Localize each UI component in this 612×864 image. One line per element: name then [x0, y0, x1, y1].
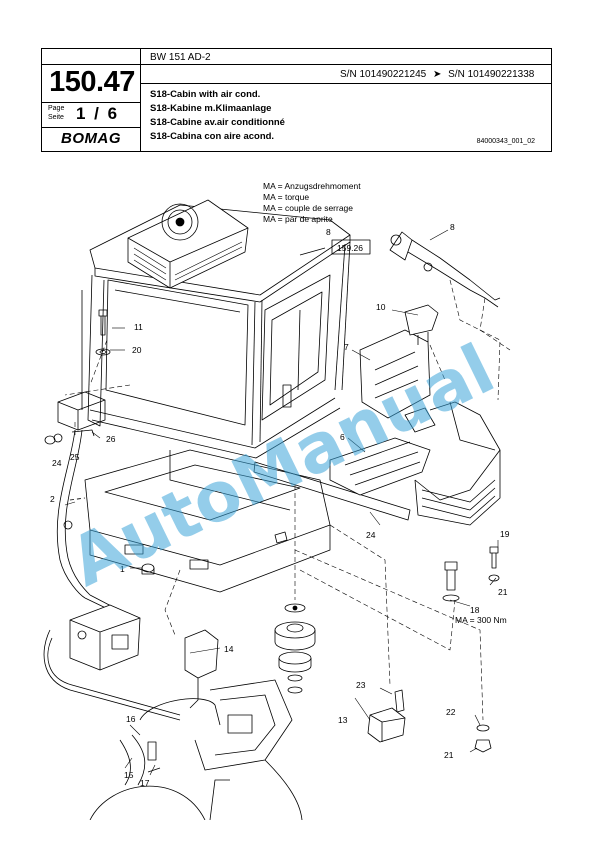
page-label: Page Seite: [48, 104, 64, 122]
divider: [42, 102, 140, 103]
legend-line: MA = torque: [263, 192, 309, 202]
callout-23: 23: [356, 680, 366, 690]
seat-belt: [389, 231, 501, 308]
callout-24b: 24: [366, 530, 376, 540]
legend-line: MA = par de aprite: [263, 214, 333, 224]
watermark-text: AutoManual: [58, 330, 506, 603]
callout-22: 21: [498, 587, 508, 597]
serial-range: S/N 101490221245 ➤ S/N 101490221338: [340, 69, 534, 80]
callout-15: 15: [124, 770, 134, 780]
page-label-en: Page: [48, 105, 65, 112]
callout-14: 14: [224, 644, 234, 654]
title-fr: S18-Cabine av.air conditionné: [150, 117, 285, 128]
title-list: S18-Cabin with air cond. S18-Kabine m.Kl…: [150, 88, 285, 144]
divider: [42, 64, 140, 65]
callout-16: 16: [126, 714, 136, 724]
callout-19: 19: [500, 529, 510, 539]
serial-from: S/N 101490221245: [340, 69, 427, 80]
arrow-right-icon: ➤: [432, 69, 442, 80]
callout-13: 13: [338, 715, 348, 725]
divider: [140, 49, 141, 152]
serial-to: S/N 101490221338: [448, 69, 535, 80]
control-lever: [139, 629, 293, 771]
callout-2: 2: [50, 494, 55, 504]
divider: [140, 83, 552, 84]
model-name: BW 151 AD-2: [150, 52, 211, 63]
brand-logo: BOMAG: [61, 130, 121, 147]
callout-20: 21: [444, 750, 454, 760]
title-es: S18-Cabina con aire acond.: [150, 131, 275, 142]
bolt-set: [442, 546, 500, 602]
nut-and-washer: [474, 724, 492, 753]
callout-1: 1: [120, 564, 125, 574]
page-value: 1 / 6: [76, 104, 120, 123]
callout-10: 10: [376, 302, 386, 312]
drawing-id: 84000343_001_02: [476, 138, 535, 145]
cabin-frame: [81, 204, 351, 459]
callout-24: 24: [52, 458, 62, 468]
callout-6: 6: [340, 432, 345, 442]
leader-lines: [64, 229, 499, 776]
exploded-parts-drawing: MA = Anzugsdrehmoment MA = torque MA = c…: [43, 181, 511, 820]
callout-7: 7: [344, 342, 349, 352]
callout-18: 18: [470, 605, 480, 615]
rubber-mount-stack: [274, 603, 316, 694]
group-number: 150.47: [49, 66, 135, 98]
valve-block: [43, 604, 181, 721]
page-label-de: Seite: [48, 114, 64, 121]
legend-line: MA = Anzugsdrehmoment: [263, 181, 361, 191]
torque-legend: MA = Anzugsdrehmoment MA = torque MA = c…: [263, 181, 361, 224]
bracket: [44, 391, 106, 445]
legend-line: MA = couple de serrage: [263, 203, 353, 213]
reference-box: 159.26: [299, 239, 371, 256]
reference-page: 159.26: [337, 243, 363, 253]
callout-21: 20: [132, 345, 142, 355]
callout-17: 17: [140, 778, 150, 788]
header-block: BW 151 AD-2 S/N 101490221245 ➤ S/N 10149…: [41, 48, 552, 152]
drum-outline: [89, 785, 206, 820]
air-conditioner-unit: [127, 199, 249, 289]
callout-26: 26: [106, 434, 116, 444]
wire-harness: [119, 734, 161, 786]
title-de: S18-Kabine m.Klimaanlage: [150, 103, 272, 114]
divider: [42, 127, 140, 128]
switch-assembly: [367, 689, 406, 743]
callout-25: 25: [70, 452, 80, 462]
divider: [140, 64, 552, 65]
callout-11: 11: [134, 322, 143, 332]
callout-22b: 22: [446, 707, 456, 717]
callout-9: 8: [450, 222, 455, 232]
callout-labels: 8 10 7 8 6 11 20 26 24 25 2 1 24 19 21 1…: [50, 222, 510, 788]
assembly-guide-lines: [64, 279, 511, 721]
operator-seat: [329, 304, 501, 526]
title-en: S18-Cabin with air cond.: [150, 89, 261, 100]
torque-note: MA = 300 Nm: [455, 615, 507, 625]
callout-8: 8: [326, 227, 331, 237]
